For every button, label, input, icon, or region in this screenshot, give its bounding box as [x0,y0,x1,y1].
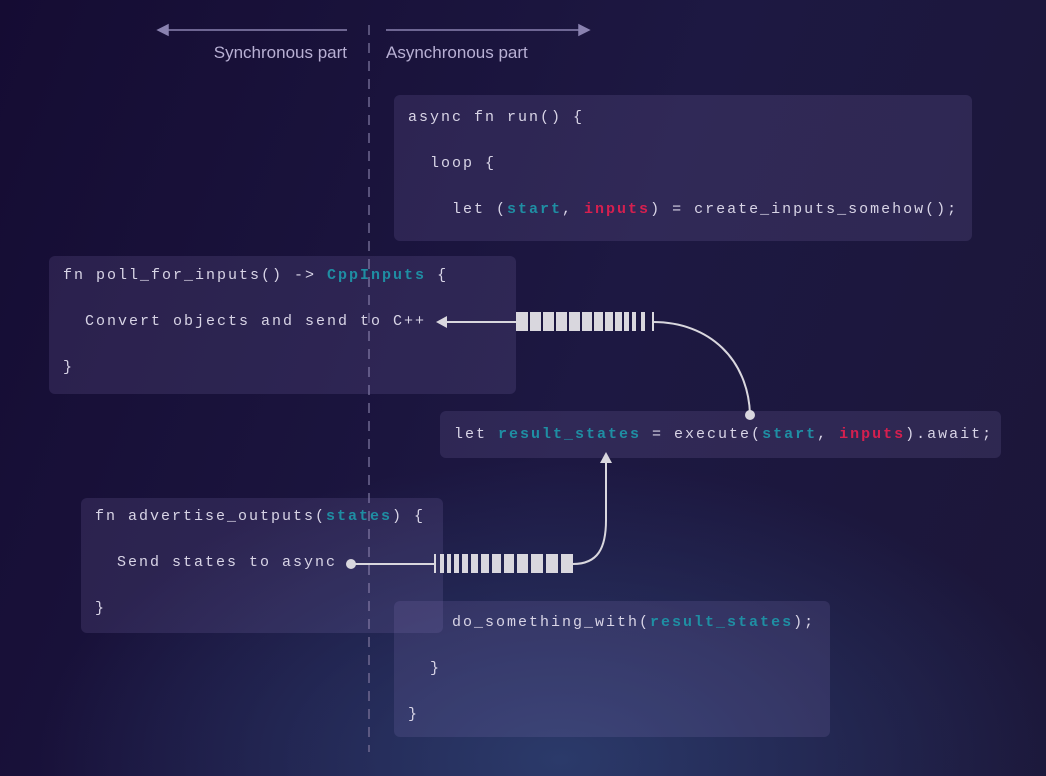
code-text: do_something_with( [408,614,651,631]
code-text: } [63,359,75,376]
code-line: } [408,706,419,724]
queue-cell [504,554,514,573]
arrowhead-left-icon [436,316,447,328]
code-box-advertise [81,498,443,633]
code-text: let ( [408,201,508,218]
code-text: ); [793,614,816,631]
code-line: } [408,660,441,678]
queue-cell [632,312,636,331]
code-line: let result_states = execute(start, input… [454,426,993,444]
code-line: do_something_with(result_states); [408,614,815,632]
code-line: fn poll_for_inputs() -> CppInputs { [63,267,448,285]
queue-cell [492,554,501,573]
queue-cell [481,554,489,573]
queue-cell [605,312,613,331]
code-text: fn advertise_outputs( [95,508,327,525]
curve-execute-to-queue [652,321,751,415]
code-text: , [562,201,585,218]
queue-cell [543,312,554,331]
queue-cell [556,312,567,331]
sync-label: Synchronous part [213,43,347,62]
code-box-tail [394,601,830,737]
async-arrow [386,23,591,37]
code-text: fn poll_for_inputs() -> [63,267,328,284]
code-token-red: inputs [839,426,906,443]
queue-cell [641,312,645,331]
code-line: async fn run() { [408,109,584,127]
code-text: Send states to async [95,554,338,571]
queue-cell [471,554,478,573]
queue-cell [531,554,543,573]
queue-cell [569,312,580,331]
queue-cell [516,312,528,331]
code-box-poll [49,256,516,394]
code-text: ).await; [905,426,994,443]
code-text: let [454,426,499,443]
code-line: let (start, inputs) = create_inputs_some… [408,201,958,219]
connector-dot [346,559,356,569]
code-token-teal: result_states [498,426,642,443]
queue-cell [462,554,468,573]
code-token-teal: CppInputs [327,267,427,284]
code-text: } [95,600,107,617]
code-line: loop { [408,155,496,173]
code-line: Send states to async [95,554,337,572]
sync-arrow [156,23,347,37]
queue-cell [594,312,603,331]
code-token-teal: states [326,508,393,525]
code-text: loop { [408,155,497,172]
queue-cell [624,312,629,331]
code-token-red: inputs [584,201,651,218]
queue-cell [517,554,528,573]
queue-cell [615,312,622,331]
code-text: ) { [392,508,426,525]
queue-cell [454,554,459,573]
code-line: fn advertise_outputs(states) { [95,508,425,526]
queue-cell [447,554,451,573]
code-token-teal: start [762,426,818,443]
code-text: } [408,660,442,677]
queue-cell [582,312,592,331]
code-line: Convert objects and send to C++ [63,313,426,331]
code-text: , [817,426,840,443]
code-text: Convert objects and send to C++ [63,313,427,330]
code-line: } [63,359,74,377]
arrowhead-up-icon [600,452,612,463]
code-text: ) = create_inputs_somehow(); [650,201,959,218]
curve-queue-to-execute [572,462,607,565]
queue-cell [561,554,573,573]
code-text: { [426,267,449,284]
code-box-execute [440,411,1001,458]
code-line: } [95,600,106,618]
queue-cell [440,554,444,573]
queue-cell [546,554,558,573]
code-text: async fn run() { [408,109,585,126]
code-box-run [394,95,972,241]
code-text: } [408,706,420,723]
code-token-teal: result_states [650,614,794,631]
connector-dot [745,410,755,420]
queue-cell [530,312,541,331]
code-token-teal: start [507,201,563,218]
async-label: Asynchronous part [386,43,528,62]
code-text: = execute( [641,426,763,443]
